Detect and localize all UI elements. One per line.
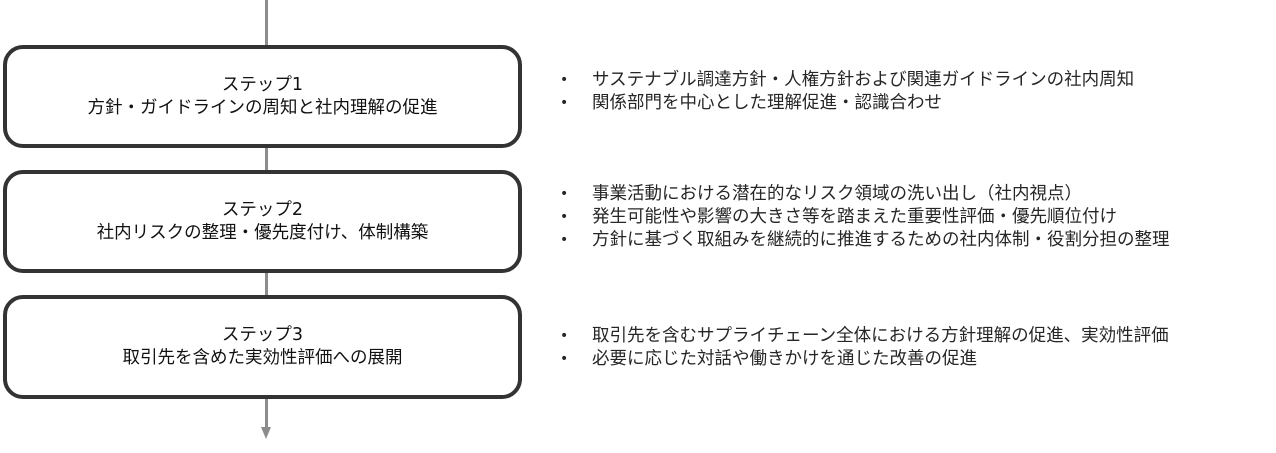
bullet-text: 取引先を含むサプライチェーン全体における方針理解の促進、実効性評価 <box>592 326 1169 346</box>
list-item: • 事業活動における潜在的なリスク領域の洗い出し（社内視点） <box>555 183 1170 206</box>
list-item: • 必要に応じた対話や働きかけを通じた改善の促進 <box>555 348 1169 371</box>
list-item: • 取引先を含むサプライチェーン全体における方針理解の促進、実効性評価 <box>555 325 1169 348</box>
step-2-bullet-list: • 事業活動における潜在的なリスク領域の洗い出し（社内視点） • 発生可能性や影… <box>555 183 1170 252</box>
bullet-icon: • <box>560 351 569 367</box>
list-item: • サステナブル調達方針・人権方針および関連ガイドラインの社内周知 <box>555 69 1134 92</box>
list-item: • 関係部門を中心とした理解促進・認識合わせ <box>555 92 1134 115</box>
connector-line-2-3 <box>265 271 268 296</box>
bullet-icon: • <box>560 95 569 111</box>
bullet-text: サステナブル調達方針・人権方針および関連ガイドラインの社内周知 <box>592 70 1135 90</box>
bullet-text: 事業活動における潜在的なリスク領域の洗い出し（社内視点） <box>592 184 1082 204</box>
bullet-icon: • <box>560 232 569 248</box>
step-2-title: 社内リスクの整理・優先度付け、体制構築 <box>96 222 429 243</box>
arrow-down-icon <box>261 427 271 439</box>
list-item: • 発生可能性や影響の大きさ等を踏まえた重要性評価・優先順位付け <box>555 206 1170 229</box>
connector-line-1-2 <box>265 146 268 172</box>
bullet-icon: • <box>560 209 569 225</box>
step-3-title: 取引先を含めた実効性評価への展開 <box>122 348 403 368</box>
step-3-box: ステップ3 取引先を含めた実効性評価への展開 <box>3 295 522 399</box>
bullet-text: 必要に応じた対話や働きかけを通じた改善の促進 <box>592 349 977 369</box>
step-2-label: ステップ2 <box>221 199 304 220</box>
bullet-icon: • <box>560 328 569 344</box>
bullet-text: 方針に基づく取組みを継続的に推進するための社内体制・役割分担の整理 <box>592 230 1170 250</box>
step-3-bullet-list: • 取引先を含むサプライチェーン全体における方針理解の促進、実効性評価 • 必要… <box>555 325 1169 371</box>
bullet-icon: • <box>560 72 569 88</box>
bullet-text: 関係部門を中心とした理解促進・認識合わせ <box>592 93 942 113</box>
step-1-bullet-list: • サステナブル調達方針・人権方針および関連ガイドラインの社内周知 • 関係部門… <box>555 69 1134 115</box>
connector-line-top <box>265 0 268 46</box>
step-1-label: ステップ1 <box>221 74 304 95</box>
step-3-label: ステップ3 <box>221 325 304 345</box>
step-1-box: ステップ1 方針・ガイドラインの周知と社内理解の促進 <box>3 45 522 148</box>
list-item: • 方針に基づく取組みを継続的に推進するための社内体制・役割分担の整理 <box>555 229 1170 252</box>
bullet-text: 発生可能性や影響の大きさ等を踏まえた重要性評価・優先順位付け <box>592 207 1117 227</box>
step-1-title: 方針・ガイドラインの周知と社内理解の促進 <box>87 97 438 118</box>
step-2-box: ステップ2 社内リスクの整理・優先度付け、体制構築 <box>3 170 522 273</box>
bullet-icon: • <box>560 186 569 202</box>
connector-line-bottom <box>265 397 268 429</box>
